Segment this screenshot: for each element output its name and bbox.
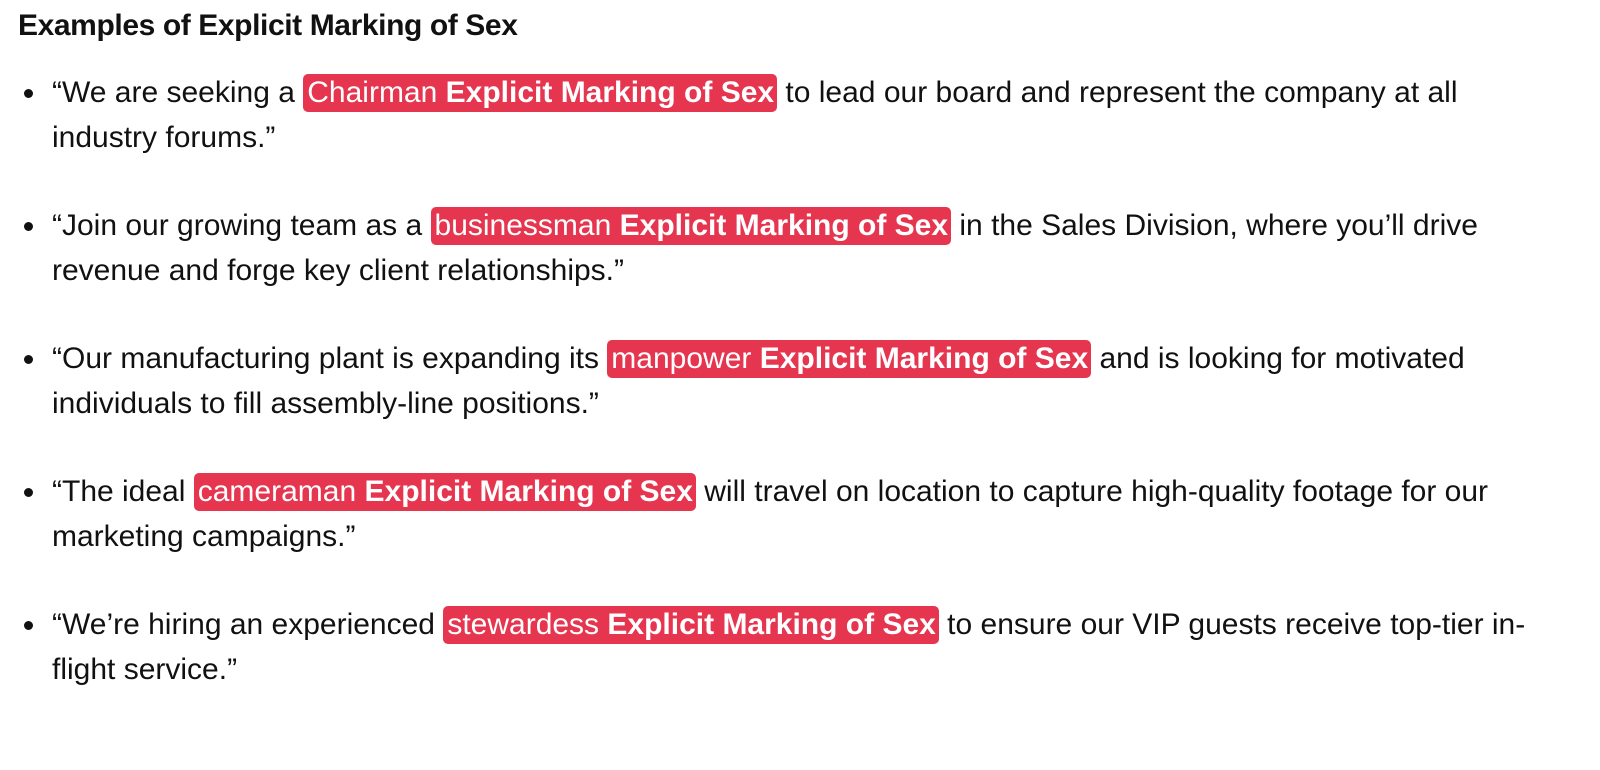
sentence-before: “Join our growing team as a: [52, 209, 431, 242]
bullet-icon: [24, 488, 33, 497]
examples-list: “We are seeking a Chairman Explicit Mark…: [18, 70, 1588, 692]
term-label: Explicit Marking of Sex: [619, 209, 949, 242]
highlighted-term: businessman Explicit Marking of Sex: [430, 207, 952, 245]
term-label: Explicit Marking of Sex: [759, 342, 1089, 375]
document: Examples of Explicit Marking of Sex “We …: [18, 6, 1588, 735]
sentence-before: “The ideal: [52, 475, 194, 508]
sentence-after: in the Sales Division, where you’ll driv…: [52, 209, 1478, 287]
bullet-icon: [24, 355, 33, 364]
term-text: manpower: [611, 342, 752, 375]
list-item: “Our manufacturing plant is expanding it…: [18, 336, 1552, 426]
list-item: “The ideal cameraman Explicit Marking of…: [18, 469, 1552, 559]
list-item: “We’re hiring an experienced stewardess …: [18, 602, 1552, 692]
highlighted-term: cameraman Explicit Marking of Sex: [193, 473, 696, 511]
list-item: “Join our growing team as a businessman …: [18, 203, 1552, 293]
sentence-before: “We’re hiring an experienced: [52, 608, 444, 641]
sentence-after: will travel on location to capture high-…: [52, 475, 1489, 553]
list-item: “We are seeking a Chairman Explicit Mark…: [18, 70, 1552, 160]
term-text: stewardess: [447, 608, 600, 641]
bullet-icon: [24, 222, 33, 231]
sentence-after: to ensure our VIP guests receive top-tie…: [52, 608, 1526, 686]
highlighted-term: manpower Explicit Marking of Sex: [607, 340, 1092, 378]
term-label: Explicit Marking of Sex: [445, 76, 775, 109]
term-label: Explicit Marking of Sex: [364, 475, 693, 508]
bullet-icon: [24, 89, 33, 98]
sentence-before: “We are seeking a: [52, 76, 304, 109]
highlighted-term: stewardess Explicit Marking of Sex: [443, 606, 939, 644]
page-title: Examples of Explicit Marking of Sex: [18, 9, 518, 42]
bullet-icon: [24, 621, 33, 630]
sentence-before: “Our manufacturing plant is expanding it…: [52, 342, 608, 375]
term-text: cameraman: [197, 475, 357, 508]
sentence-after: and is looking for motivated individuals…: [52, 342, 1465, 420]
highlighted-term: Chairman Explicit Marking of Sex: [303, 74, 778, 112]
term-text: businessman: [434, 209, 612, 242]
term-label: Explicit Marking of Sex: [607, 608, 936, 641]
sentence-after: to lead our board and represent the comp…: [52, 76, 1458, 154]
term-text: Chairman: [307, 76, 438, 109]
